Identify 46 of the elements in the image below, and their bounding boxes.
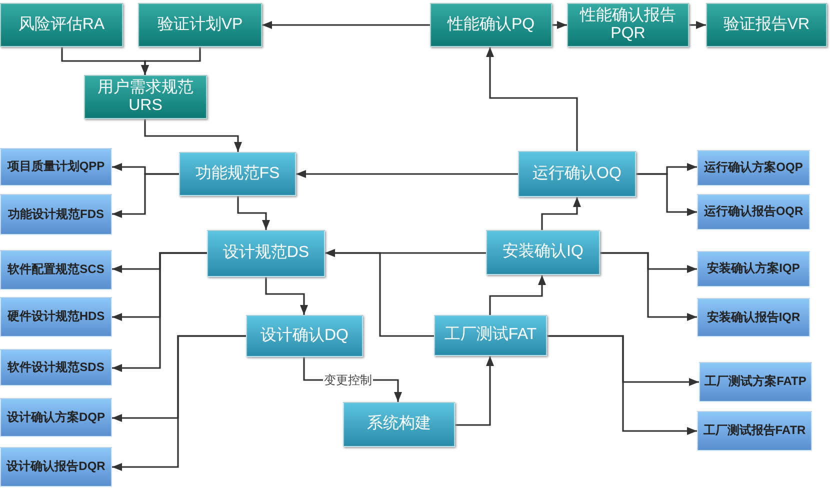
document-box: 项目质量计划QPP bbox=[0, 148, 112, 186]
edge-label: 变更控制 bbox=[323, 373, 373, 387]
document-box: 软件配置规范SCS bbox=[0, 250, 112, 290]
document-box: 运行确认报告OQR bbox=[697, 194, 810, 230]
arrow bbox=[262, 21, 430, 29]
arrow bbox=[636, 173, 697, 216]
document-box: 运行确认方案OQP bbox=[697, 150, 810, 186]
document-box: 安装确认报告IQR bbox=[697, 298, 810, 337]
process-box: 用户需求规范 URS bbox=[84, 75, 207, 119]
process-box: 设计规范DS bbox=[207, 230, 325, 277]
arrow bbox=[325, 249, 434, 337]
process-box: 验证计划VP bbox=[138, 3, 262, 47]
arrow bbox=[552, 21, 567, 29]
document-box: 安装确认方案IQP bbox=[697, 251, 810, 287]
document-box: 设计确认报告DQR bbox=[0, 447, 112, 487]
arrow bbox=[547, 335, 697, 435]
process-box: 性能确认PQ bbox=[430, 3, 552, 47]
arrow bbox=[455, 356, 494, 426]
process-box: 风险评估RA bbox=[0, 3, 123, 47]
arrow bbox=[541, 197, 581, 230]
arrow bbox=[265, 277, 308, 315]
arrow bbox=[486, 47, 578, 151]
process-box: 安装确认IQ bbox=[486, 230, 600, 275]
process-box: 验证报告VR bbox=[706, 3, 827, 47]
document-box: 功能设计规范FDS bbox=[0, 194, 112, 235]
arrow bbox=[112, 335, 246, 471]
document-box: 工厂测试方案FATP bbox=[699, 362, 812, 402]
process-box: 工厂测试FAT bbox=[434, 315, 547, 356]
arrow bbox=[600, 252, 697, 321]
process-box: 功能规范FS bbox=[179, 152, 296, 196]
arrow bbox=[296, 170, 518, 178]
arrow bbox=[237, 196, 270, 230]
process-box: 运行确认OQ bbox=[518, 151, 636, 197]
process-box: 性能确认报告 PQR bbox=[567, 3, 689, 47]
arrow bbox=[489, 275, 546, 315]
process-box: 设计确认DQ bbox=[246, 315, 363, 357]
document-box: 硬件设计规范HDS bbox=[0, 297, 112, 337]
process-box: 系统构建 bbox=[343, 402, 455, 447]
arrow bbox=[112, 252, 207, 372]
document-box: 设计确认方案DQP bbox=[0, 398, 112, 437]
document-box: 软件设计规范SDS bbox=[0, 349, 112, 386]
arrow bbox=[141, 47, 201, 75]
document-box: 工厂测试报告FATR bbox=[697, 411, 812, 451]
arrow bbox=[112, 173, 179, 218]
arrow bbox=[144, 119, 242, 152]
arrow bbox=[689, 21, 706, 29]
